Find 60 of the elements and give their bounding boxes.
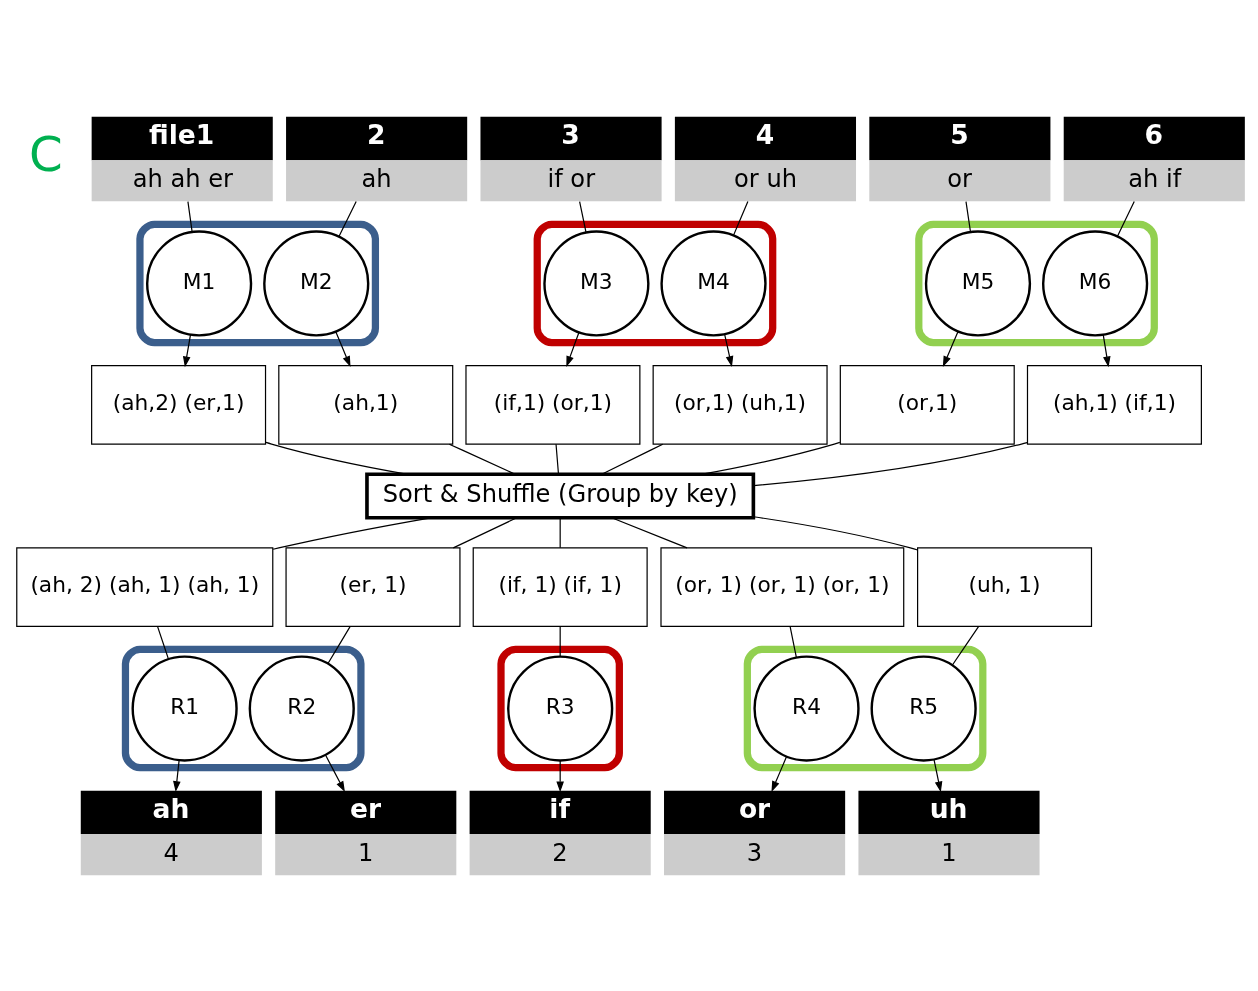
node-circle: M6 [1042, 229, 1149, 337]
connector [157, 625, 170, 660]
node-box: (if,1) (or,1) [465, 364, 641, 445]
node-circle: R2 [248, 654, 355, 762]
node-circle: R5 [870, 654, 977, 762]
node-box: Sort & Shuffle (Group by key) [365, 471, 756, 520]
connector [965, 200, 972, 232]
arrow [335, 330, 351, 367]
node-box: (or,1) (uh,1) [652, 364, 828, 445]
label: C [28, 125, 63, 182]
arrow [182, 333, 192, 367]
node-box: (ah,2) (er,1) [91, 364, 267, 445]
node-circle: M5 [924, 229, 1032, 337]
arrow [771, 755, 788, 792]
node-box: (or,1) [839, 364, 1015, 445]
node-circle: M4 [660, 229, 767, 337]
cluster [533, 220, 777, 346]
node-circle: R1 [131, 654, 238, 762]
node-box: (ah,1) [278, 364, 454, 445]
node-box: (uh, 1) [917, 546, 1093, 627]
cluster [136, 220, 380, 346]
cluster [743, 645, 987, 771]
connector [452, 516, 518, 548]
connector [559, 516, 561, 548]
arrow [933, 758, 943, 792]
node-circle: M3 [543, 229, 650, 337]
connector [789, 625, 797, 658]
connector [555, 443, 560, 474]
connector [951, 625, 980, 666]
cluster [497, 645, 623, 771]
node-box: (er, 1) [285, 546, 461, 627]
arrow [173, 759, 181, 792]
connector [559, 625, 561, 657]
node-circle: R4 [753, 654, 860, 762]
connector [187, 200, 193, 232]
arrow [566, 331, 580, 367]
arrow [324, 753, 345, 792]
connector [448, 443, 516, 475]
arrow [942, 330, 959, 367]
connector [701, 441, 841, 475]
connector [753, 441, 1028, 486]
connector [753, 515, 919, 551]
connector [272, 516, 432, 550]
arrow [1102, 333, 1111, 367]
node-circle: M1 [146, 229, 253, 337]
node-circle: M2 [263, 229, 370, 337]
cluster [915, 220, 1158, 346]
connector [601, 443, 664, 475]
node-circle: R3 [507, 654, 614, 762]
cluster [121, 645, 365, 771]
arrow [724, 333, 734, 367]
node-box: (or, 1) (or, 1) (or, 1) [660, 546, 905, 627]
node-box: (ah, 2) (ah, 1) (ah, 1) [16, 546, 274, 627]
connector [611, 516, 688, 548]
connector [327, 625, 351, 664]
node-box: (ah,1) (if,1) [1026, 364, 1202, 445]
connector [265, 441, 409, 475]
connector [579, 200, 587, 233]
node-box: (if, 1) (if, 1) [472, 546, 648, 627]
arrow [556, 759, 564, 792]
